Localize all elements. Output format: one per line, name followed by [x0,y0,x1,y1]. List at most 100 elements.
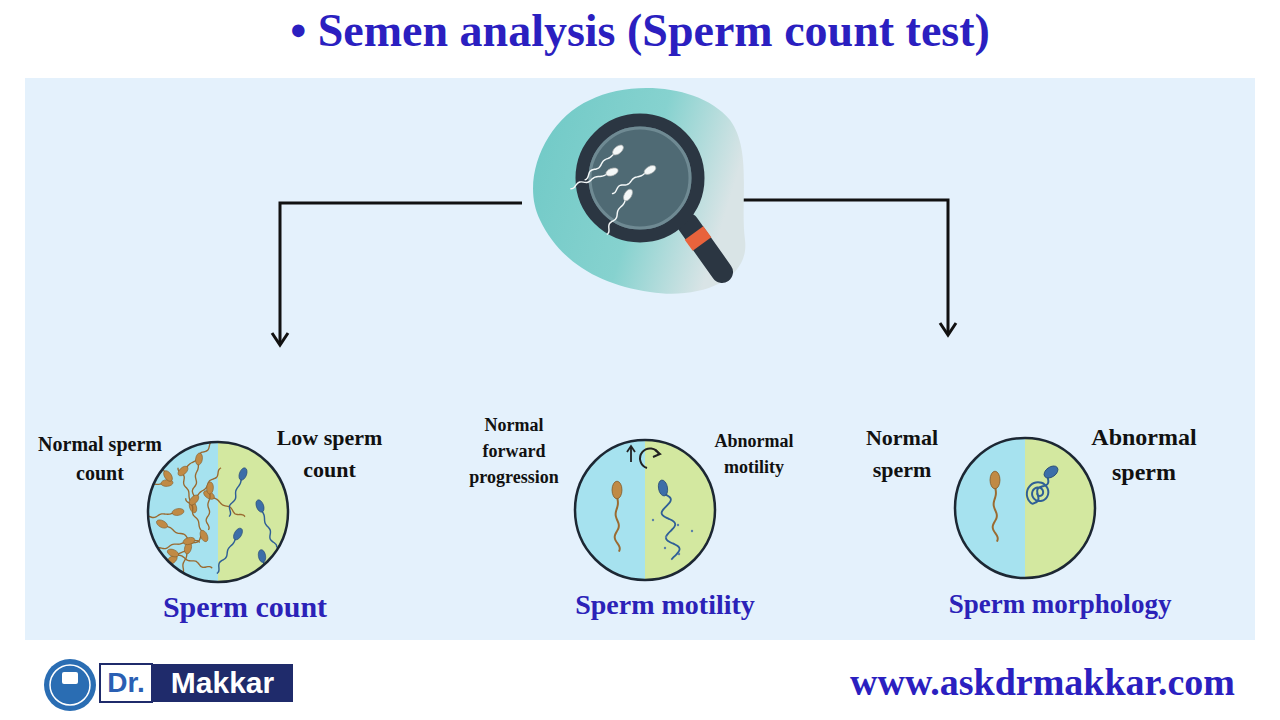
sperm-cell [569,166,620,190]
sperm-head [612,481,622,499]
logo-text: Dr. [100,664,152,702]
motion-dot [677,524,679,526]
sperm-cell [187,467,224,507]
normal-half [955,438,1025,578]
sample-label: Abnormal motility [700,428,808,480]
forward-arrow [627,446,635,462]
sperm-head [151,558,163,572]
circle-outline [148,442,288,582]
sperm-cell [136,508,184,523]
circle-fill [955,438,1095,578]
sperm-tail [136,511,174,521]
circle-outline [955,438,1095,578]
test-heading: Sperm motility [530,585,800,626]
circle-outline [575,440,715,580]
sperm-tail [165,524,200,545]
handle-band [694,233,702,244]
sperm-tail [226,478,243,517]
lens-rim [590,128,690,228]
sperm-cell [155,518,201,546]
sperm-cell [189,453,203,501]
sample-label: Low sperm count [262,422,397,486]
test-heading: Sperm count [110,585,380,629]
sperm-head [195,453,204,466]
sperm-tail [135,528,156,562]
abnormal-half [645,440,715,580]
sperm-cell [175,541,193,589]
sperm-cell [656,479,681,560]
motion-dot [691,530,693,532]
logo-bar [100,664,293,702]
motion-dot [665,536,667,538]
sperm-tail [212,496,245,519]
sperm-head [237,467,248,481]
sperm-head [162,469,174,483]
sperm-tail [993,487,998,542]
sperm-tail [214,537,237,573]
sperm-tail [658,493,681,560]
sperm-tail [569,172,608,189]
abnormal-half [218,442,288,582]
sperm-head [166,548,180,559]
sperm-head [1042,464,1060,481]
sperm-cell [224,467,248,518]
motion-dot [664,547,666,549]
sperm-cell [166,548,213,573]
sperm-cell [602,188,634,236]
sample-label: Abnormal sperm [1076,420,1212,490]
sperm-head [611,143,625,157]
logo-text: Makkar [152,664,293,702]
teal-blob [533,88,745,294]
sperm-cell [990,471,1000,541]
magnifier-handle [688,224,722,272]
test-panel: Normal sperm count Low sperm countSperm c… [15,405,403,635]
test-panel: Normal spermAbnormal spermSperm morpholo… [840,405,1218,630]
arrow-head [940,323,956,335]
sperm-tail [196,468,224,498]
turning-arrow [640,448,659,468]
sample-label: Normal forward progression [455,412,573,490]
website-url: www.askdrmakkar.com [850,660,1235,704]
leader-line [280,203,522,343]
panel-ground [25,78,1255,640]
sperm-head [254,499,265,513]
sperm-tail [177,553,213,571]
sample-label: Normal sperm [852,422,952,486]
sperm-cell [1022,458,1063,508]
leader-line [718,200,948,333]
sample-label: Normal sperm count [20,430,180,488]
arrow-head [272,333,288,345]
sperm-head [172,508,185,517]
normal-half [148,442,218,582]
sperm-tail [615,497,620,552]
sperm-tail [148,541,185,554]
magnifier-lens [582,120,698,236]
sperm-head [643,164,658,177]
sperm-head [198,529,209,543]
test-panel: Normal forward progression Abnormal motil… [450,405,814,632]
page-title: • Semen analysis (Sperm count test) [0,4,1280,57]
logo-box [100,664,152,702]
lens-sperm [569,143,658,235]
abnormal-half [1025,438,1095,578]
motion-dot [652,519,654,521]
circle-fill [114,439,288,600]
logo [44,659,293,711]
magnifier-illustration [533,88,745,294]
motion-dot [678,553,680,555]
sperm-cell [612,481,622,551]
sperm-head [187,493,200,506]
sperm-cell [204,482,214,530]
circle-fill [575,440,715,580]
sperm-cell [254,499,278,550]
sperm-head [657,479,669,496]
sperm-head [176,464,189,477]
logo-icon [62,672,78,684]
sperm-head [155,518,169,530]
sperm-tail [125,482,163,489]
sperm-head [257,549,266,563]
sperm-tail [604,198,627,234]
logo-disc [44,659,96,711]
sperm-tail [260,510,277,549]
sperm-cell [125,479,173,490]
